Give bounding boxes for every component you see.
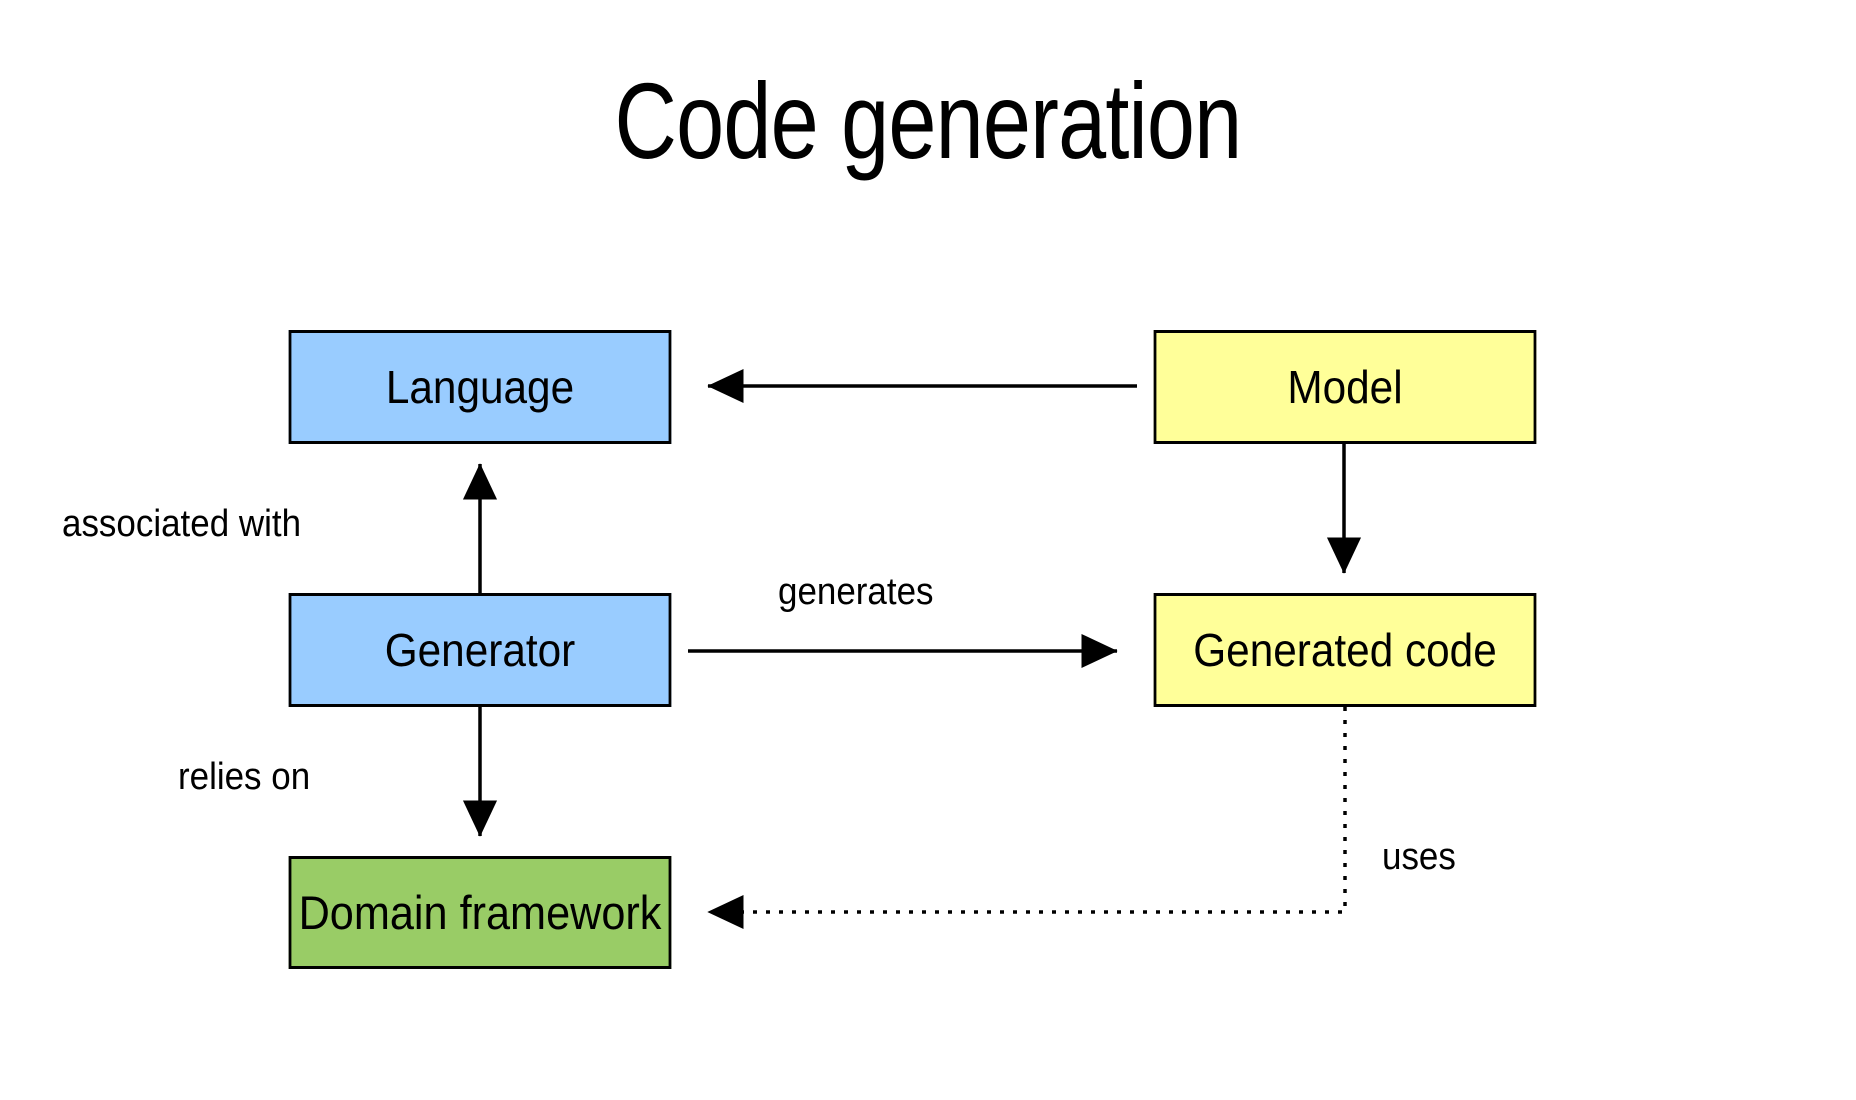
node-generated-code-label: Generated code	[1193, 624, 1497, 676]
edge-label-associated-with: associated with	[62, 503, 302, 545]
edge-label-uses: uses	[1382, 836, 1456, 878]
node-domain-framework[interactable]: Domain framework	[288, 856, 672, 969]
node-generator-label: Generator	[384, 624, 576, 676]
node-language-label: Language	[385, 361, 575, 413]
node-language[interactable]: Language	[288, 330, 672, 444]
edge-label-relies-on: relies on	[178, 756, 311, 798]
node-model[interactable]: Model	[1153, 330, 1537, 444]
edge-generated-code-to-domain-framework	[707, 707, 1347, 930]
node-generated-code[interactable]: Generated code	[1153, 593, 1537, 707]
node-generator[interactable]: Generator	[288, 593, 672, 707]
node-domain-framework-label: Domain framework	[298, 886, 662, 939]
edge-label-generates: generates	[778, 571, 934, 613]
node-model-label: Model	[1287, 361, 1403, 413]
page-title: Code generation	[614, 60, 1243, 181]
